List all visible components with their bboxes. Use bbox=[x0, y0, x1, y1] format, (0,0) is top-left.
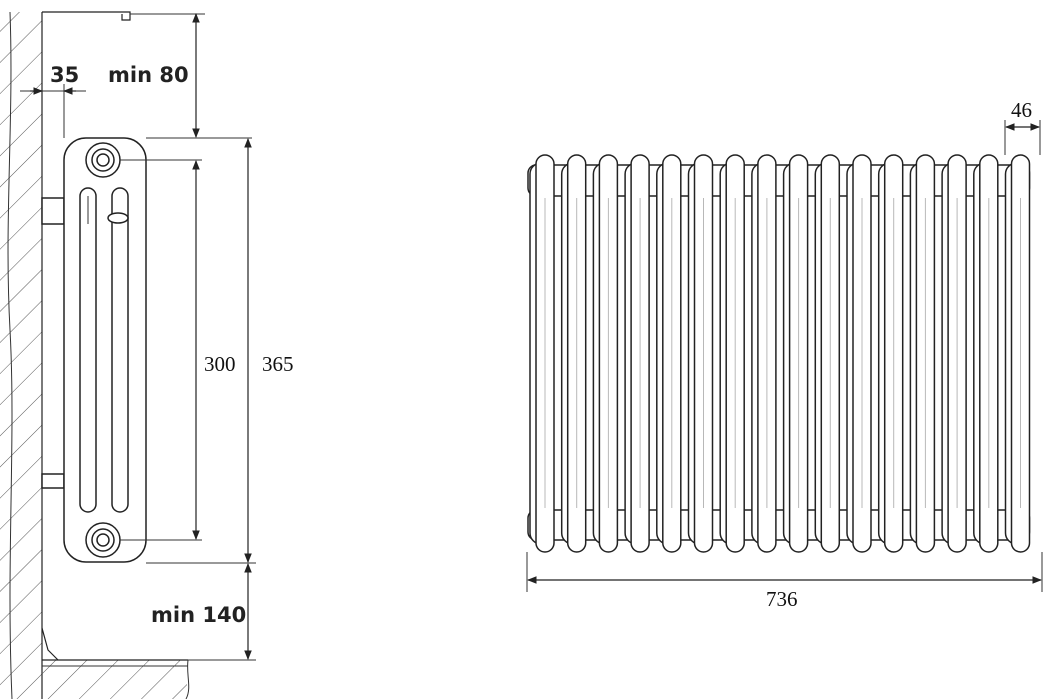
radiator-column bbox=[529, 154, 555, 553]
dim-axis-distance bbox=[120, 159, 202, 541]
dim-depth-label: 35 bbox=[50, 63, 79, 87]
front-view: 46 736 bbox=[526, 98, 1043, 611]
side-view: 35 min 80 300 365 min 140 bbox=[0, 11, 294, 699]
radiator-column bbox=[560, 154, 587, 553]
dim-section-width-label: 46 bbox=[1011, 98, 1032, 122]
dim-section-width bbox=[1004, 120, 1041, 155]
radiator-column bbox=[656, 154, 682, 553]
radiator-column bbox=[909, 154, 936, 553]
dim-total-width-label: 736 bbox=[766, 587, 798, 611]
dim-depth bbox=[20, 84, 86, 138]
dim-floor-clearance-label: min 140 bbox=[151, 603, 246, 627]
dim-floor-clearance bbox=[188, 563, 256, 661]
radiator-column bbox=[877, 154, 904, 553]
radiator-column bbox=[687, 154, 714, 553]
radiator-column bbox=[719, 154, 745, 553]
dim-total-width bbox=[526, 552, 1043, 592]
radiator-column bbox=[973, 154, 999, 553]
floor-bracket bbox=[41, 473, 65, 489]
radiator-column bbox=[1004, 154, 1031, 553]
floor-section bbox=[41, 627, 190, 699]
radiator-column bbox=[592, 154, 619, 553]
dim-top-clearance bbox=[130, 13, 252, 139]
radiator-column bbox=[782, 154, 809, 553]
dim-axis-distance-label: 300 bbox=[204, 352, 236, 376]
radiator-sections bbox=[527, 154, 1031, 553]
radiator-column bbox=[941, 154, 967, 553]
window-sill bbox=[42, 11, 131, 21]
radiator-column bbox=[846, 154, 872, 553]
dim-height bbox=[146, 138, 256, 564]
radiator-column bbox=[814, 154, 841, 553]
wall-bracket bbox=[41, 197, 65, 225]
logo-badge bbox=[107, 212, 129, 224]
wall-section bbox=[0, 11, 43, 699]
dim-top-clearance-label: min 80 bbox=[108, 63, 189, 87]
radiator-column bbox=[624, 154, 650, 553]
dim-height-label: 365 bbox=[262, 352, 294, 376]
radiator-side-body bbox=[63, 137, 147, 563]
radiator-column bbox=[751, 154, 777, 553]
